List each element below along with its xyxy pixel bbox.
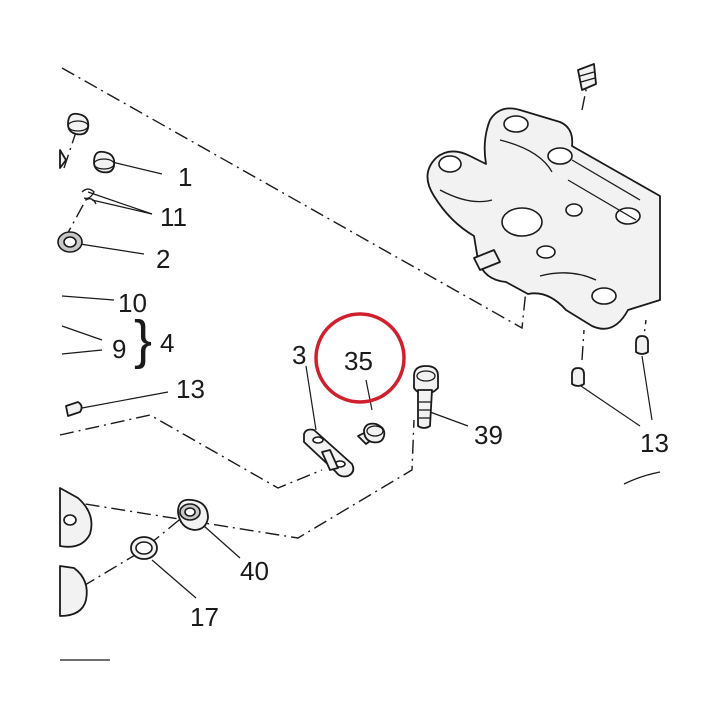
leader-40 xyxy=(203,525,241,559)
leader-3 xyxy=(305,365,317,431)
leader-2 xyxy=(79,243,145,255)
leader-1 xyxy=(111,161,163,175)
assembly-line-top xyxy=(61,67,529,330)
callout-40: 40 xyxy=(240,556,269,586)
bracket-part-3 xyxy=(303,428,355,478)
dowel-pin-left xyxy=(571,367,585,387)
left-parts xyxy=(57,112,116,417)
callout-9: 9 xyxy=(112,334,126,364)
callout-13-right: 13 xyxy=(640,428,669,458)
cap-part-1 xyxy=(93,150,116,174)
assembly-line-dowel xyxy=(581,329,585,361)
callout-17: 17 xyxy=(190,602,219,632)
dowel-pin-right xyxy=(635,335,649,355)
leader-13b-left xyxy=(577,383,641,427)
callout-2: 2 xyxy=(156,244,170,274)
bracket-bolt-part xyxy=(577,63,597,91)
stud-part xyxy=(473,249,501,271)
callout-1: 1 xyxy=(178,162,192,192)
callout-labels: 1 11 2 10 9 } 4 13 3 35 39 40 17 13 xyxy=(112,162,669,632)
leader-11a xyxy=(87,191,153,215)
leader-9a xyxy=(61,325,103,341)
leader-13a xyxy=(81,391,169,409)
pin-part-13a xyxy=(65,401,83,417)
callout-10: 10 xyxy=(118,288,147,318)
screw-part-35 xyxy=(357,422,386,445)
callout-4: 4 xyxy=(160,328,174,358)
callout-11: 11 xyxy=(160,202,187,232)
assembly-line-plug40 xyxy=(59,515,185,601)
cap-part-top xyxy=(67,112,90,136)
highlight-circle xyxy=(314,312,406,404)
leader-10 xyxy=(61,295,115,301)
bracket-assembly xyxy=(426,63,661,485)
leader-39 xyxy=(429,411,469,427)
assembly-line-pin13 xyxy=(59,414,323,489)
callout-39: 39 xyxy=(474,420,503,450)
plug-part-40 xyxy=(177,498,209,531)
leader-9b xyxy=(61,349,103,355)
cotter-part-11 xyxy=(81,188,97,205)
bolt-part-39 xyxy=(413,365,439,429)
oring-part-17 xyxy=(130,536,158,560)
leader-11b xyxy=(91,199,153,215)
leader-17 xyxy=(151,559,197,599)
callout-3: 3 xyxy=(292,340,306,370)
assembly-line-bolt39 xyxy=(59,419,415,539)
callout-35: 35 xyxy=(344,346,373,376)
callout-13-left: 13 xyxy=(176,374,205,404)
leader-lines xyxy=(61,161,653,599)
leader-13b-right xyxy=(641,355,653,421)
leader-35 xyxy=(365,379,373,411)
cropped-part-small xyxy=(59,149,67,169)
housing-part-lower-left xyxy=(59,487,110,661)
seal-part-2 xyxy=(57,231,83,253)
brace-group-4: } xyxy=(134,310,152,370)
